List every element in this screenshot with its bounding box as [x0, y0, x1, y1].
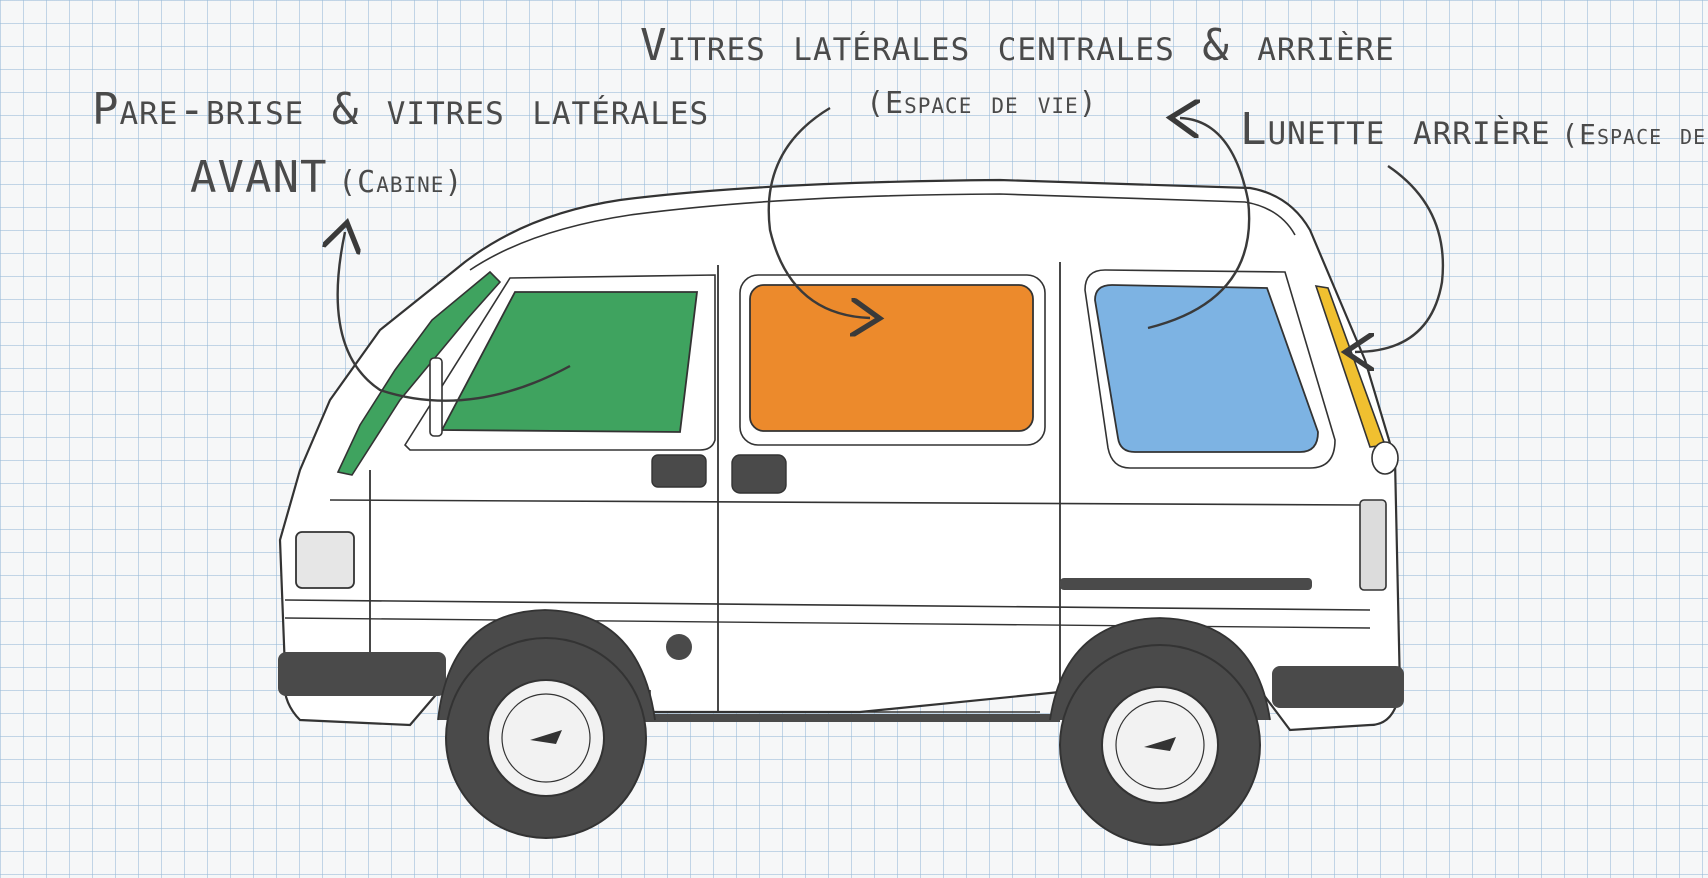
- side-mirror: [429, 357, 443, 437]
- label-avant: AVANT: [190, 152, 328, 203]
- front-window-frame: [403, 274, 716, 451]
- label-front-windows: Pare-brise & vitres latérales: [92, 84, 710, 135]
- rear-bumper: [1272, 666, 1404, 708]
- center-window-frame: [739, 274, 1046, 446]
- front-side-window-glass: [440, 291, 699, 433]
- side-crease-1: [284, 599, 1371, 611]
- label-cabine: (Cabine): [338, 165, 464, 200]
- curved-arrow-icon: [767, 106, 870, 318]
- label-center-windows: Vitres latérales centrales & arrière: [640, 20, 1395, 71]
- rear-window-frame: [1084, 269, 1336, 469]
- curved-arrow-icon: [1355, 165, 1445, 352]
- rear-mirror-light: [1371, 441, 1399, 475]
- van-roof-line: [469, 193, 1296, 271]
- front-wheel: [445, 637, 647, 839]
- belt-line: [329, 499, 1361, 506]
- curved-arrow-icon: [338, 232, 571, 402]
- door-handle-front: [651, 454, 707, 488]
- label-front-windows-line2: AVANT (Cabine): [190, 152, 464, 203]
- door-handle-slider: [731, 454, 787, 494]
- rear-wheel: [1059, 644, 1261, 846]
- label-espace-de-vie: (Espace de vie): [866, 86, 1098, 121]
- windshield-glass: [336, 270, 502, 476]
- curved-arrow-icon: [1147, 118, 1251, 330]
- headlight: [295, 531, 355, 589]
- label-rear-window: Lunette arrière (Espace de vie): [1240, 104, 1708, 155]
- front-bumper: [278, 652, 446, 696]
- taillight: [1359, 499, 1387, 591]
- fuel-cap: [666, 634, 692, 660]
- side-molding: [1060, 578, 1312, 590]
- label-rear-espace-de-vie: (Espace de vie): [1561, 118, 1708, 151]
- label-lunette-arriere: Lunette arrière: [1240, 104, 1551, 155]
- center-side-window-glass: [749, 284, 1034, 432]
